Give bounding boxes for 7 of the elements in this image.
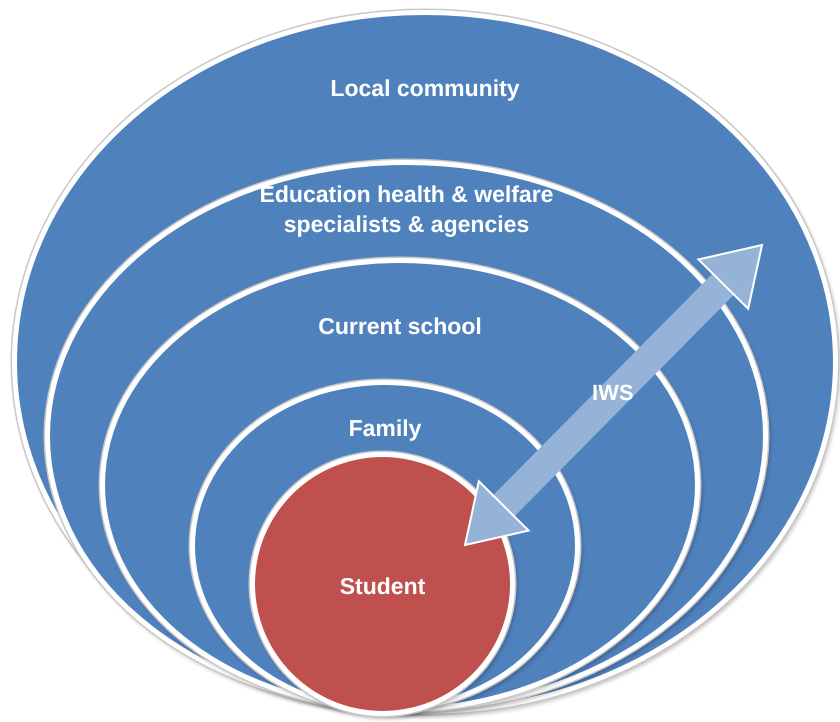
ring-label: Family <box>348 414 422 443</box>
ring-label: Education health & welfare specialists & agencies <box>258 180 554 239</box>
ring-label: Local community <box>329 74 521 103</box>
ring-label: Student <box>338 572 426 601</box>
double-arrow <box>464 244 763 546</box>
ring-label: Current school <box>317 312 483 341</box>
edge-label: IWS <box>592 380 634 406</box>
